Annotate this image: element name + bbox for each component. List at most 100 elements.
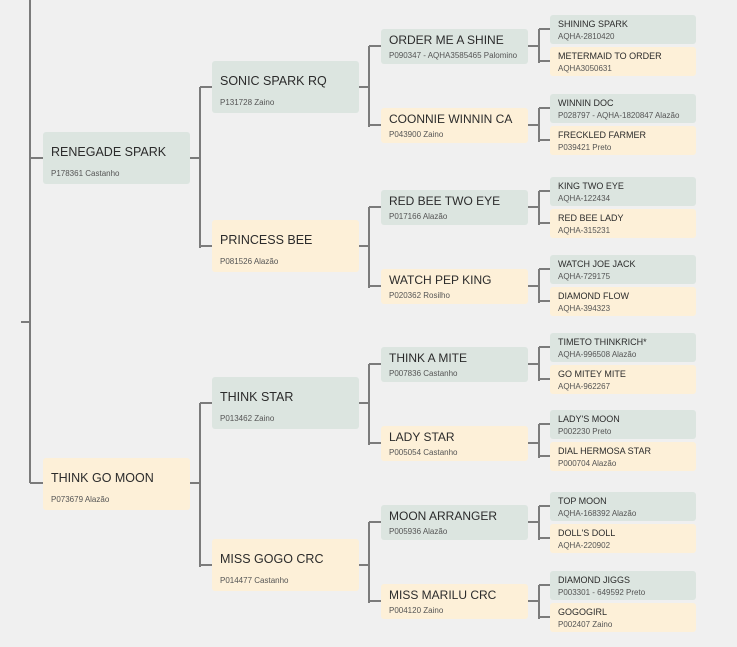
connector-line	[359, 564, 369, 566]
connector-line	[190, 482, 200, 484]
horse-registry-info: AQHA-122434	[558, 194, 611, 203]
horse-card-top-moon[interactable]: TOP MOON AQHA-168392 Alazão	[550, 492, 696, 521]
horse-name: SHINING SPARK	[558, 19, 628, 29]
horse-name: DOLL'S DOLL	[558, 528, 616, 538]
horse-registry-info: P000704 Alazão	[558, 459, 617, 468]
horse-registry-info: AQHA-394323	[558, 304, 611, 313]
connector-line	[200, 402, 212, 404]
horse-name: TOP MOON	[558, 496, 607, 506]
horse-name: WATCH PEP KING	[389, 273, 492, 287]
connector-line	[539, 300, 550, 302]
horse-card-diamond-flow[interactable]: DIAMOND FLOW AQHA-394323	[550, 287, 696, 316]
horse-registry-info: P039421 Preto	[558, 143, 612, 152]
horse-name: TIMETO THINKRICH*	[558, 337, 647, 347]
connector-line	[539, 268, 550, 270]
horse-card-renegade-spark[interactable]: RENEGADE SPARK P178361 Castanho	[43, 132, 190, 184]
connector-line	[199, 87, 201, 248]
horse-card-sonic-spark-rq[interactable]: SONIC SPARK RQ P131728 Zaino	[212, 61, 359, 113]
horse-card-princess-bee[interactable]: PRINCESS BEE P081526 Alazão	[212, 220, 359, 272]
horse-name: GOGOGIRL	[558, 607, 608, 617]
connector-line	[369, 363, 381, 365]
horse-registry-info: P178361 Castanho	[51, 169, 120, 178]
horse-registry-info: AQHA-2810420	[558, 32, 615, 41]
horse-registry-info: P017166 Alazão	[389, 212, 448, 221]
connector-line	[369, 124, 381, 126]
horse-registry-info: AQHA3050631	[558, 64, 612, 73]
horse-name: MISS MARILU CRC	[389, 588, 497, 602]
connector-line	[538, 29, 540, 63]
horse-card-coonnie-winnin-ca[interactable]: COONNIE WINNIN CA P043900 Zaino	[381, 108, 528, 143]
connector-line	[30, 482, 43, 484]
horse-name: DIAMOND FLOW	[558, 291, 629, 301]
horse-card-timeto-thinkrich[interactable]: TIMETO THINKRICH* AQHA-996508 Alazão	[550, 333, 696, 362]
horse-registry-info: P081526 Alazão	[220, 257, 279, 266]
horse-name: PRINCESS BEE	[220, 233, 313, 247]
connector-line	[528, 521, 539, 523]
connector-line	[369, 442, 381, 444]
connector-line	[539, 616, 550, 618]
connector-line	[539, 505, 550, 507]
connector-line	[528, 45, 539, 47]
connector-line	[539, 139, 550, 141]
horse-registry-info: AQHA-315231	[558, 226, 611, 235]
horse-name: COONNIE WINNIN CA	[389, 112, 513, 126]
horse-registry-info: P131728 Zaino	[220, 98, 275, 107]
horse-name: DIAMOND JIGGS	[558, 575, 631, 585]
horse-card-diamond-jiggs[interactable]: DIAMOND JIGGS P003301 - 649592 Preto	[550, 571, 696, 600]
horse-name: LADY STAR	[389, 430, 455, 444]
horse-card-shining-spark[interactable]: SHINING SPARK AQHA-2810420	[550, 15, 696, 44]
connector-line	[539, 28, 550, 30]
horse-registry-info: P014477 Castanho	[220, 576, 289, 585]
connector-line	[538, 585, 540, 619]
connector-line	[539, 584, 550, 586]
horse-name: MOON ARRANGER	[389, 509, 498, 523]
horse-name: FRECKLED FARMER	[558, 130, 647, 140]
connector-line	[538, 347, 540, 381]
connector-line	[528, 206, 539, 208]
connector-line	[368, 207, 370, 288]
horse-name: GO MITEY MITE	[558, 369, 626, 379]
horse-name: ORDER ME A SHINE	[389, 33, 504, 47]
horse-card-king-two-eye[interactable]: KING TWO EYE AQHA-122434	[550, 177, 696, 206]
horse-name: KING TWO EYE	[558, 181, 624, 191]
connector-line	[539, 537, 550, 539]
connector-line	[538, 424, 540, 458]
horse-name: SONIC SPARK RQ	[220, 74, 327, 88]
connector-line	[359, 86, 369, 88]
horse-name: LADY'S MOON	[558, 414, 620, 424]
connector-line	[369, 285, 381, 287]
horse-registry-info: AQHA-168392 Alazão	[558, 509, 637, 518]
connector-line	[369, 45, 381, 47]
connector-line	[369, 521, 381, 523]
connector-line	[528, 363, 539, 365]
connector-line	[539, 222, 550, 224]
horse-card-freckled-farmer[interactable]: FRECKLED FARMER P039421 Preto	[550, 126, 696, 155]
horse-registry-info: AQHA-729175	[558, 272, 611, 281]
horse-registry-info: P003301 - 649592 Preto	[558, 588, 646, 597]
horse-registry-info: P073679 Alazão	[51, 495, 110, 504]
horse-registry-info: AQHA-996508 Alazão	[558, 350, 637, 359]
horse-name: RENEGADE SPARK	[51, 145, 167, 159]
connector-line	[369, 206, 381, 208]
connector-line	[539, 378, 550, 380]
horse-registry-info: P043900 Zaino	[389, 130, 444, 139]
